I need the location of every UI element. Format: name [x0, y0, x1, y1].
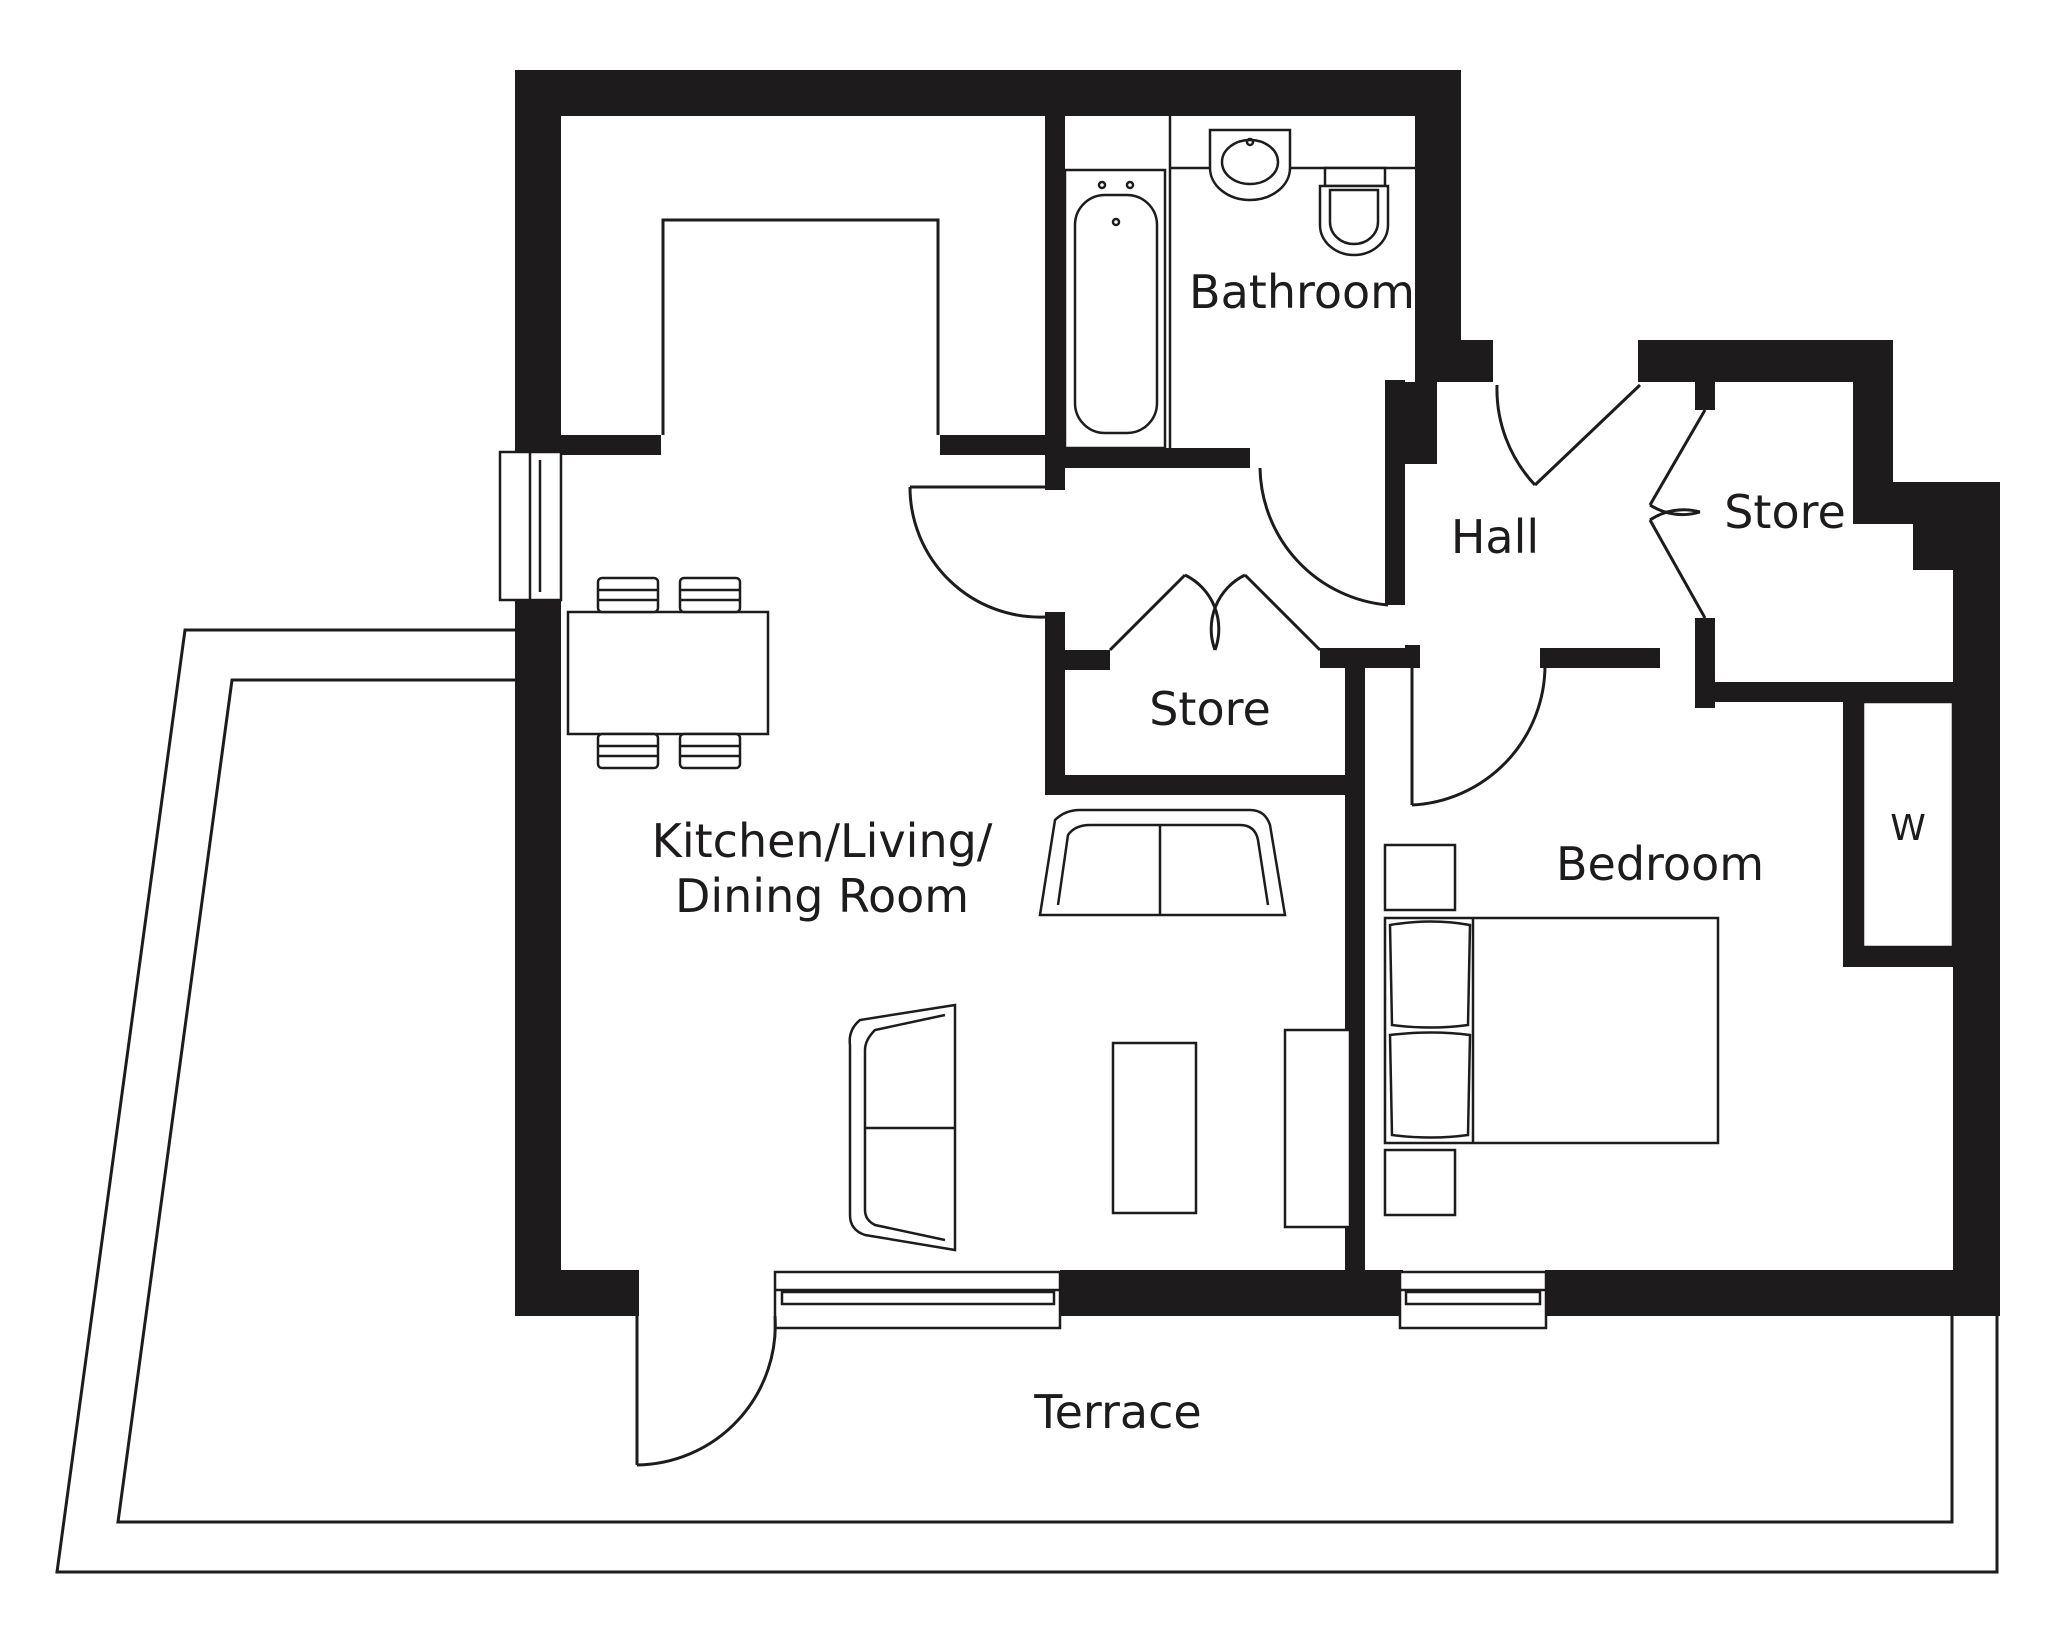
room-label-store-center: Store	[1149, 682, 1271, 736]
room-label-store-right: Store	[1724, 485, 1846, 539]
sofa-top	[1038, 808, 1287, 917]
wardrobe	[1861, 700, 1955, 949]
doors	[635, 383, 1707, 1467]
coffee-table	[1111, 1041, 1198, 1215]
nightstand-top	[1383, 843, 1457, 912]
room-label-living-line1: Kitchen/Living/	[652, 814, 993, 868]
room-label-hall: Hall	[1451, 510, 1539, 564]
double-bed	[1383, 916, 1720, 1145]
toilet-icon	[1318, 166, 1390, 257]
nightstand-bottom	[1383, 1148, 1457, 1217]
terrace-outline	[55, 628, 1999, 1574]
kitchen-counter	[661, 218, 940, 435]
room-label-terrace: Terrace	[1033, 1385, 1201, 1439]
room-label-bathroom: Bathroom	[1189, 265, 1415, 319]
room-label-wardrobe: W	[1890, 808, 1926, 849]
room-label-living-line2: Dining Room	[675, 869, 969, 923]
bath-tub	[1063, 168, 1167, 450]
tv-unit	[1283, 1028, 1352, 1229]
interior-walls	[561, 70, 1953, 1273]
exterior-walls	[515, 70, 2000, 1316]
room-label-bedroom: Bedroom	[1556, 837, 1764, 891]
windows	[498, 450, 1548, 1330]
sofa-left	[848, 1003, 957, 1252]
dining-table	[566, 576, 770, 770]
